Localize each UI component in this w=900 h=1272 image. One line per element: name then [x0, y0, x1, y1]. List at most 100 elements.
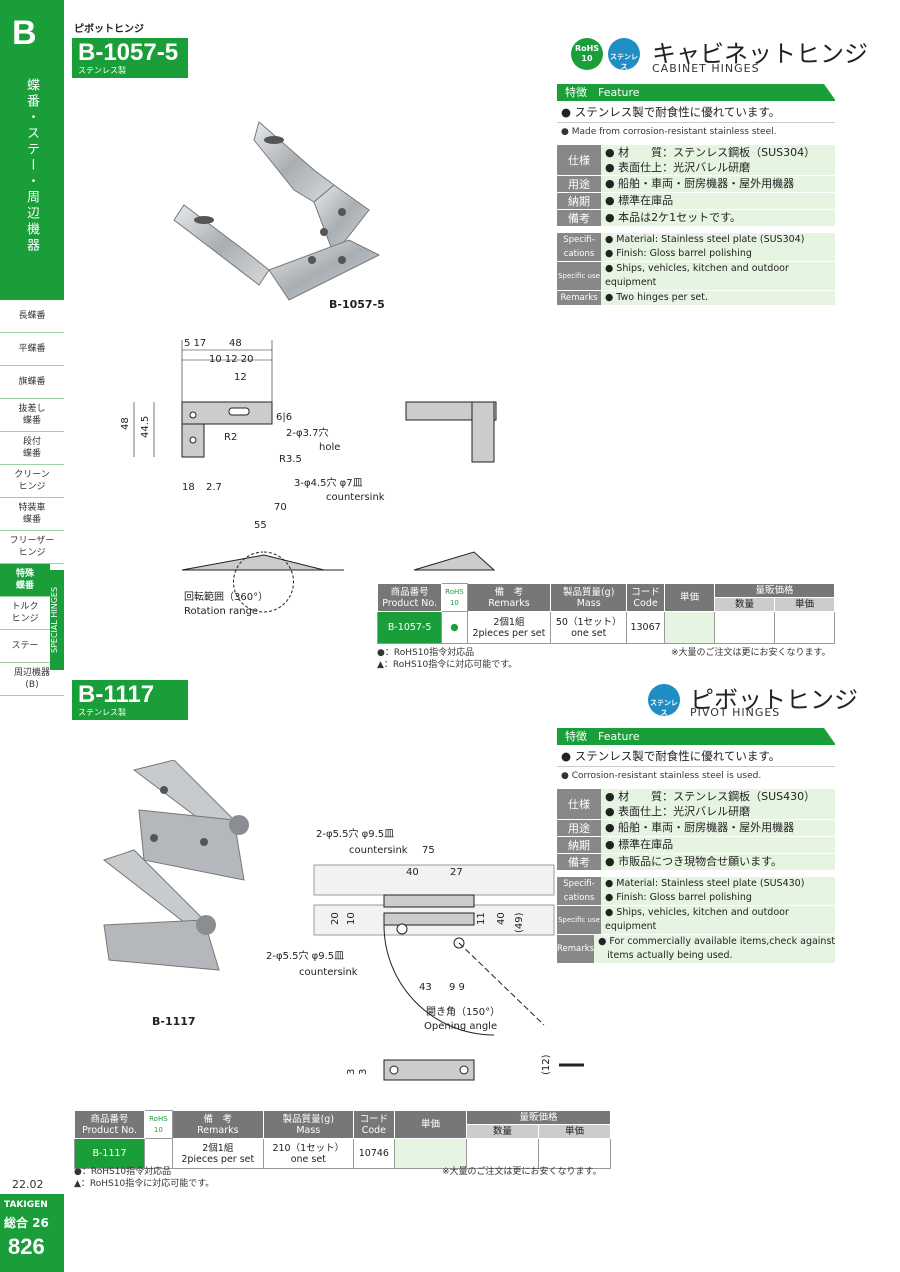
spec-row: Remarks● For commercially available item…	[557, 935, 836, 964]
spec-value: ● Ships, vehicles, kitchen and outdoor e…	[601, 262, 835, 291]
th-product: 商品番号 Product No.	[73, 1110, 146, 1139]
product-section-b1117: B-1117 ステンレス製 ステンレス ピボットヒンジ PIVOT HINGES…	[64, 680, 900, 1200]
sidebar-item-special-hinge[interactable]: 特殊 蝶番	[0, 564, 50, 597]
opening-angle-en: Opening angle	[424, 1021, 497, 1032]
cell-code: 10746	[352, 1138, 396, 1169]
svg-text:hole: hole	[319, 442, 340, 453]
svg-text:70: 70	[274, 502, 287, 513]
spec-line: ● Material: Stainless steel plate (SUS30…	[605, 234, 805, 245]
th-price: 単価	[394, 1110, 467, 1139]
feature-text-en: ● Corrosion-resistant stainless steel is…	[561, 771, 762, 781]
cell-mass: 210（1セット） one set	[262, 1138, 354, 1169]
svg-text:R3.5: R3.5	[279, 454, 302, 465]
photo-label: B-1057-5	[329, 298, 385, 311]
spec-row: 仕様● 材 質：ステンレス鋼板（SUS304）● 表面仕上：光沢バレル研磨	[557, 145, 835, 176]
sidebar-item-freezer-hinge[interactable]: フリーザー ヒンジ	[0, 531, 64, 564]
spec-line: ● 表面仕上：光沢バレル研磨	[605, 161, 751, 174]
spec-key: 仕様	[557, 789, 601, 820]
svg-text:2-φ5.5穴 φ9.5皿: 2-φ5.5穴 φ9.5皿	[266, 949, 344, 962]
material-subtitle: ステンレス製	[78, 708, 126, 717]
category-label: ピボットヒンジ	[74, 24, 144, 35]
sidebar-item-torque-hinge[interactable]: トルク ヒンジ	[0, 597, 50, 630]
th-bulk: 量販価格	[466, 1110, 611, 1125]
spec-line: ● 材 質：ステンレス鋼板（SUS430）	[605, 790, 816, 803]
spec-row: 備考● 本品は2ケ1セットです。	[557, 210, 835, 227]
th-rohs: RoHS 10	[441, 583, 468, 612]
sidebar-item-peripherals[interactable]: 周辺機器 (B)	[0, 663, 64, 696]
section-letter: B	[12, 14, 37, 52]
spec-row: 仕様● 材 質：ステンレス鋼板（SUS430）● 表面仕上：光沢バレル研磨	[557, 789, 835, 820]
sidebar-item-offset-hinge[interactable]: 段付 蝶番	[0, 432, 64, 465]
spec-line: ● Material: Stainless steel plate (SUS43…	[605, 878, 805, 889]
note-rohs: ●：RoHS10指令対応品	[377, 648, 475, 658]
svg-text:55: 55	[254, 520, 267, 531]
section-title-vertical: 蝶番・ステー・周辺機器	[24, 78, 39, 254]
th-qty: 数量	[714, 597, 775, 612]
sidebar: B 蝶番・ステー・周辺機器 長蝶番 平蝶番 旗蝶番 抜差し 蝶番 段付 蝶番 ク…	[0, 0, 64, 1272]
note-rohs-possible: ▲：RoHS10指令に対応可能です。	[74, 1179, 215, 1189]
spec-row: 用途● 船舶・車両・厨房機器・屋外用機器	[557, 176, 835, 193]
svg-text:R2: R2	[224, 432, 237, 443]
spec-key: 用途	[557, 820, 601, 837]
sidebar-item-lift-off-hinge[interactable]: 抜差し 蝶番	[0, 399, 64, 432]
th-rohs: RoHS 10	[144, 1110, 173, 1139]
product-title-jp: ピボットヒンジ	[690, 686, 858, 714]
svg-text:27: 27	[450, 867, 463, 878]
spec-value: ● 本品は2ケ1セットです。	[601, 210, 835, 227]
svg-text:48: 48	[120, 417, 131, 430]
sidebar-footer: 22.02 TAKIGEN 総合 26 826	[0, 1150, 64, 1272]
spec-key: Remarks	[557, 935, 595, 964]
spec-value: ● Material: Stainless steel plate (SUS30…	[601, 233, 835, 262]
stainless-badge: ステンレス	[608, 38, 640, 71]
spec-row: Remarks● Two hinges per set.	[557, 291, 835, 306]
table-row: B-1057-5 ● 2個1組 2pieces per set 50（1セット）…	[376, 611, 835, 644]
feature-text-jp: ● ステンレス製で耐食性に優れています。	[557, 101, 835, 123]
model-number: B-1057-5	[78, 39, 179, 66]
brand-name: TAKIGEN	[4, 1200, 48, 1210]
spec-value: ● 材 質：ステンレス鋼板（SUS304）● 表面仕上：光沢バレル研磨	[601, 145, 835, 176]
th-mass: 製品質量(g) Mass	[262, 1110, 354, 1139]
cell-price	[664, 611, 715, 644]
th-code: コード Code	[352, 1110, 396, 1139]
svg-text:3-φ4.5穴 φ7皿: 3-φ4.5穴 φ7皿	[294, 476, 363, 489]
th-qty: 数量	[466, 1124, 539, 1139]
product-photo-b1117	[102, 760, 249, 971]
spec-key: 仕様	[557, 145, 601, 176]
svg-text:5 17: 5 17	[184, 338, 206, 349]
model-header: B-1057-5 ステンレス製	[72, 38, 188, 78]
rotation-range-en: Rotation range	[184, 606, 258, 617]
sidebar-item-flat-hinge[interactable]: 平蝶番	[0, 333, 64, 366]
spec-key: 納期	[557, 193, 601, 210]
spec-line: ● For commercially available items,check…	[598, 936, 836, 947]
cell-code: 13067	[626, 611, 665, 644]
svg-text:12: 12	[234, 372, 247, 383]
feature-text-en: ● Made from corrosion-resistant stainles…	[561, 127, 777, 137]
sidebar-item-vehicle-hinge[interactable]: 特装車 蝶番	[0, 498, 64, 531]
sidebar-item-stay[interactable]: ステー	[0, 630, 50, 663]
sidebar-item-flag-hinge[interactable]: 旗蝶番	[0, 366, 64, 399]
svg-text:40: 40	[496, 912, 507, 925]
note-rohs-possible: ▲：RoHS10指令に対応可能です。	[377, 660, 518, 670]
th-remarks: 備 考 Remarks	[466, 583, 552, 612]
sidebar-header: B 蝶番・ステー・周辺機器	[0, 0, 64, 300]
spec-value: ● 標準在庫品	[601, 193, 835, 210]
cell-unit	[774, 611, 835, 644]
model-header: B-1117 ステンレス製	[72, 680, 188, 720]
spec-row: Specific use● Ships, vehicles, kitchen a…	[557, 906, 835, 935]
sidebar-item-long-hinge[interactable]: 長蝶番	[0, 300, 64, 333]
th-mass: 製品質量(g) Mass	[550, 583, 628, 612]
th-unit: 単価	[538, 1124, 611, 1139]
svg-text:11: 11	[476, 912, 487, 925]
note-bulk: ※大量のご注文は更にお安くなります。	[442, 1167, 602, 1177]
sidebar-item-clean-hinge[interactable]: クリーン ヒンジ	[0, 465, 64, 498]
price-table-b1117: 商品番号 Product No. RoHS 10 備 考 Remarks 製品質…	[73, 1110, 611, 1169]
th-product: 商品番号 Product No.	[376, 583, 443, 612]
material-subtitle: ステンレス製	[78, 66, 126, 75]
edition-date: 22.02	[12, 1178, 44, 1191]
spec-row: Specifi- cations● Material: Stainless st…	[557, 233, 835, 262]
spec-value: ● 材 質：ステンレス鋼板（SUS430）● 表面仕上：光沢バレル研磨	[601, 789, 835, 820]
product-title-en: PIVOT HINGES	[690, 706, 781, 719]
svg-text:48: 48	[229, 338, 242, 349]
spec-row: Specifi- cations● Material: Stainless st…	[557, 877, 835, 906]
